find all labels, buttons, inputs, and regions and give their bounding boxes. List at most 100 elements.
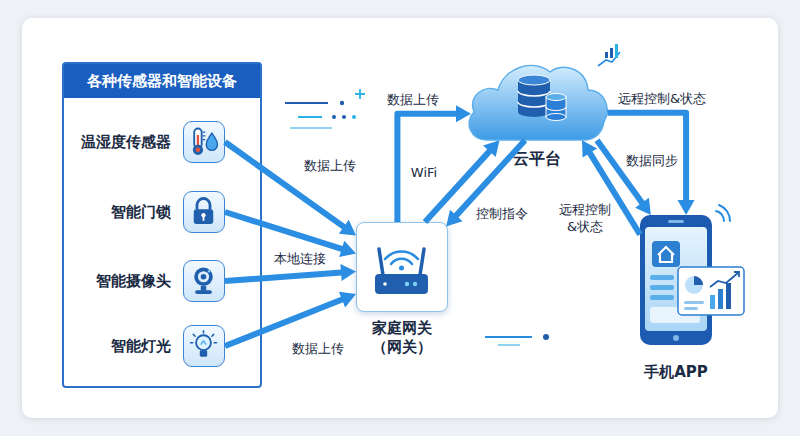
- signal-mark: [598, 44, 620, 66]
- graphic-part: [469, 66, 607, 140]
- graphic-part: [206, 133, 217, 150]
- graphic-part: [191, 331, 217, 343]
- graphic-part: [352, 115, 356, 119]
- graphic-part: [546, 114, 566, 121]
- graphic-part: [405, 282, 409, 286]
- graphic-part: [685, 276, 703, 294]
- graphic-part: [375, 274, 428, 294]
- edge-label: 远程控制&状态: [618, 90, 706, 107]
- arrow-head: [339, 241, 356, 257]
- graphic-part: [498, 344, 520, 346]
- graphic-part: [640, 215, 712, 345]
- device-node: 智能灯光: [64, 324, 225, 368]
- device-node: 温湿度传感器: [64, 120, 225, 164]
- edge-label: 数据上传: [304, 157, 356, 174]
- graphic-part: [203, 216, 205, 221]
- graphic-part: [718, 289, 723, 309]
- graphic-part: [290, 127, 332, 129]
- graphic-part: [201, 341, 207, 345]
- edge-label: 数据同步: [626, 152, 678, 169]
- device-icon: [183, 121, 225, 163]
- device-icon: [183, 191, 225, 233]
- graphic-part: [658, 247, 674, 262]
- graphic-part: [684, 307, 698, 310]
- graphic-part: [184, 326, 223, 365]
- graphic-part: [610, 48, 613, 58]
- tech-line: [485, 334, 549, 345]
- arrow-head: [678, 200, 695, 215]
- arrow-head: [582, 140, 597, 157]
- graphic-part: [194, 209, 214, 224]
- graphic-part: [208, 270, 210, 272]
- arrow-head: [456, 105, 471, 122]
- graphic-part: [285, 102, 328, 104]
- tech-dots: [285, 89, 365, 128]
- graphic-part: [194, 268, 213, 287]
- device-label: 智能摄像头: [96, 272, 171, 291]
- gateway-node: 家庭网关 （网关）: [356, 222, 448, 312]
- graphic-part: [462, 50, 612, 145]
- edge-label: WiFi: [411, 164, 437, 181]
- graphic-part: [184, 192, 223, 231]
- graphic-part: [201, 274, 207, 280]
- graphic-part: [195, 290, 212, 294]
- flow-arrow: [225, 292, 356, 346]
- device-label: 智能灯光: [111, 337, 171, 356]
- edge-label: 数据上传: [292, 340, 344, 357]
- graphic-part: [726, 283, 731, 309]
- graphic-part: [650, 295, 674, 300]
- graphic-part: [673, 335, 679, 341]
- edge-label: 数据上传: [387, 91, 439, 108]
- edge-label: 控制指令: [476, 205, 528, 222]
- arrow-head: [339, 292, 356, 308]
- phone-label: 手机APP: [616, 363, 736, 382]
- device-icon: [183, 325, 225, 367]
- graphic-part: [196, 335, 211, 350]
- graphic-part: [678, 267, 744, 315]
- graphic-part: [710, 295, 715, 309]
- graphic-part: [201, 286, 207, 291]
- graphic-part: [184, 122, 223, 161]
- arrow-head: [339, 220, 356, 236]
- arrow-head: [635, 198, 651, 215]
- graphic-part: [518, 91, 550, 107]
- graphic-part: [332, 115, 336, 119]
- edge-label: 本地连接: [274, 250, 326, 267]
- graphic-part: [684, 301, 704, 304]
- graphic-part: [615, 44, 618, 58]
- graphic-part: [652, 241, 680, 267]
- graphic-part: [668, 220, 684, 223]
- panel-heading: 各种传感器和智能设备: [64, 64, 260, 98]
- arrow-shaft: [225, 212, 346, 250]
- graphic-part: [640, 215, 712, 345]
- arrow-shaft: [225, 272, 345, 281]
- gateway-label: 家庭网关 （网关）: [366, 319, 438, 357]
- arrow-shaft: [608, 113, 687, 204]
- graphic-part: [716, 205, 730, 221]
- cloud-node: 云平台: [462, 50, 612, 145]
- graphic-part: [413, 282, 417, 286]
- graphic-part: [650, 285, 674, 290]
- device-label: 智能门锁: [111, 203, 171, 222]
- graphic-part: [383, 282, 387, 286]
- arrow-shaft: [225, 298, 346, 346]
- graphic-part: [420, 249, 424, 275]
- graphic-part: [485, 336, 532, 338]
- device-icon: [183, 260, 225, 302]
- flow-arrow: [225, 264, 356, 281]
- graphic-part: [543, 334, 549, 340]
- graphic-part: [198, 271, 209, 282]
- graphic-part: [355, 89, 365, 99]
- arrow-head: [340, 264, 356, 281]
- graphic-part: [399, 266, 404, 271]
- graphic-part: [734, 272, 739, 277]
- arrow-head: [446, 210, 462, 227]
- graphic-part: [710, 273, 738, 287]
- flow-arrow: [225, 142, 356, 236]
- graphic-part: [391, 259, 412, 264]
- graphic-part: [203, 132, 206, 139]
- device-label: 温湿度传感器: [81, 133, 171, 152]
- graphic-part: [546, 107, 566, 111]
